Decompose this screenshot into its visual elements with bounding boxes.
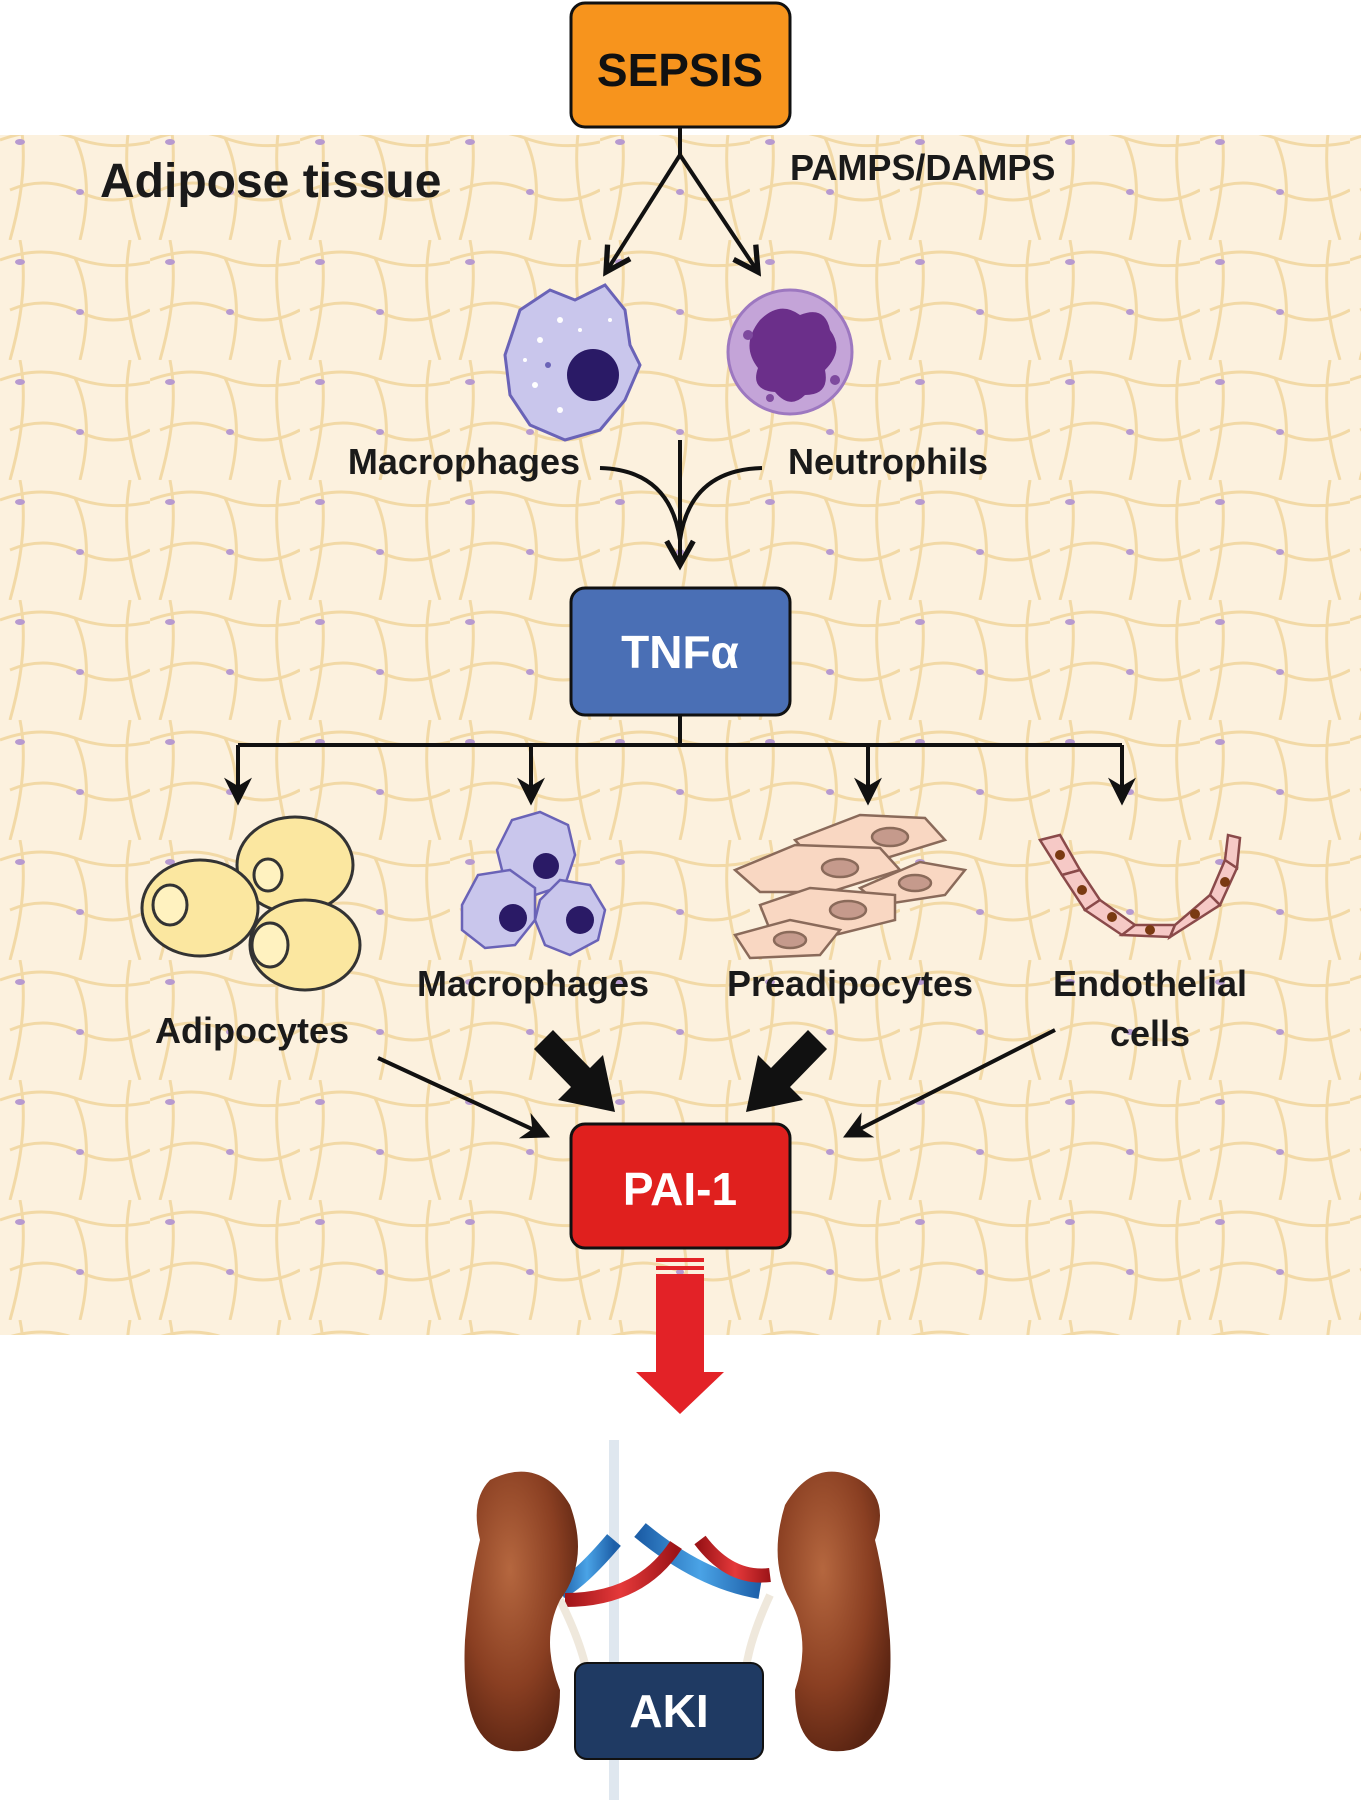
immune-to-tnf-arrows [599, 440, 763, 565]
pai1-node: PAI-1 [569, 1122, 792, 1250]
preadipocytes-icon [732, 813, 968, 960]
immune-neutrophils-label: Neutrophils [788, 441, 988, 482]
macrophage-cell-icon [503, 283, 642, 442]
macrophage-cluster-icon [460, 810, 607, 957]
aki-label: AKI [629, 1685, 708, 1737]
aki-node: AKI [574, 1662, 764, 1760]
neutrophil-cell-icon [726, 288, 854, 416]
tnf-alpha-label: TNFα [621, 626, 739, 678]
sepsis-to-immune-arrows [606, 127, 758, 272]
endothelial-label-line2: cells [1110, 1013, 1190, 1054]
tnf-distribution-arrows [224, 715, 1136, 806]
endothelial-label-line1: Endothelial [1053, 963, 1247, 1004]
adipose-tissue-label: Adipose tissue [100, 155, 441, 208]
adipocytes-icon [140, 815, 362, 992]
sources-to-pai1-arrows [377, 1028, 1056, 1139]
endothelial-cells-icon [1038, 833, 1242, 941]
sepsis-label: SEPSIS [597, 44, 763, 96]
pai1-label: PAI-1 [623, 1163, 737, 1215]
preadipocytes-label: Preadipocytes [727, 963, 973, 1004]
pamps-damps-label: PAMPS/DAMPS [790, 147, 1055, 188]
sepsis-node: SEPSIS [569, 1, 792, 129]
immune-macrophages-label: Macrophages [348, 441, 580, 482]
pai1-to-aki-arrow [636, 1258, 724, 1414]
source-macrophages-label: Macrophages [417, 963, 649, 1004]
tnf-alpha-node: TNFα [569, 586, 792, 717]
adipocytes-label: Adipocytes [155, 1010, 349, 1051]
